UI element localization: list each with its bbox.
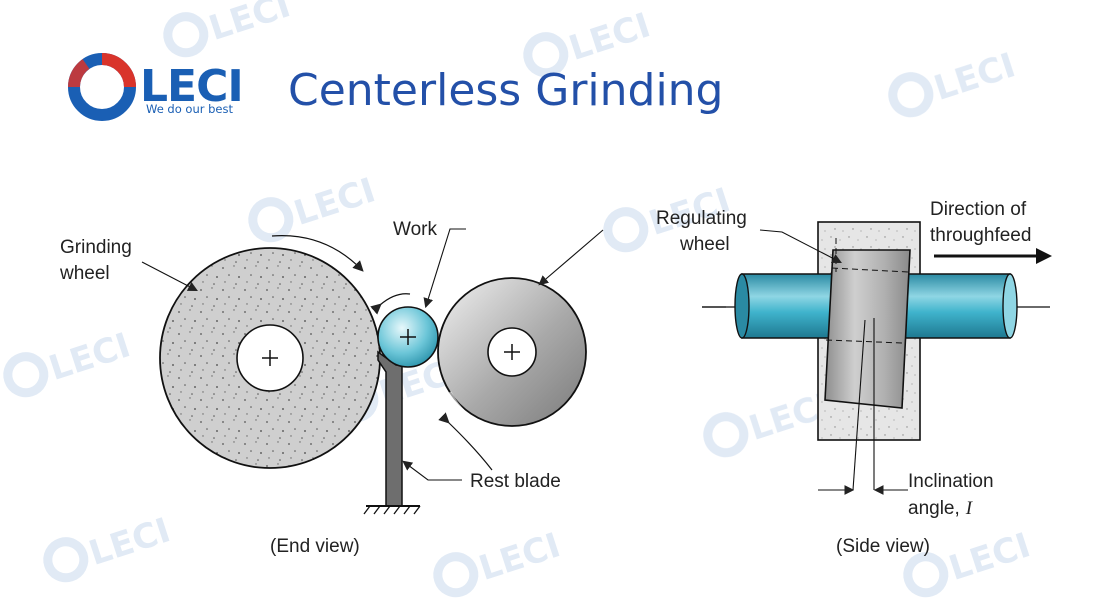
watermark-text: LECI	[474, 525, 565, 589]
logo-tagline: We do our best	[146, 102, 233, 116]
watermark-logo: LECI	[163, 0, 295, 58]
leader-regulating-wheel-side	[759, 229, 842, 264]
leci-logo: LECI We do our best	[67, 53, 244, 121]
logo-ring-accent	[101, 53, 136, 88]
label-grinding-wheel-2: wheel	[59, 263, 110, 284]
center-mark	[262, 350, 278, 366]
watermark-text: LECI	[289, 170, 380, 234]
logo-text: LECI	[140, 61, 243, 112]
label-work: Work	[393, 219, 437, 240]
label-inclination-1: Inclination	[908, 471, 994, 492]
caption-end-view: (End view)	[270, 536, 360, 557]
rotation-arrow-grinding	[271, 235, 364, 272]
label-regulating-wheel-1: Regulating	[656, 208, 747, 229]
bar-end-left	[734, 273, 750, 339]
center-mark	[504, 344, 520, 360]
rotation-arrow-regulating	[438, 412, 493, 471]
label-direction-1: Direction of	[930, 199, 1027, 220]
watermark-logo: LECI	[3, 325, 135, 398]
leader-grinding-wheel	[141, 261, 198, 292]
watermark-text: LECI	[204, 0, 295, 49]
watermark-text: LECI	[929, 45, 1020, 109]
label-inclination-symbol: I	[965, 498, 974, 519]
center-mark	[400, 329, 416, 345]
label-direction-2: throughfeed	[930, 225, 1031, 246]
watermark-text: LECI	[564, 5, 655, 69]
watermark-logo: LECI	[43, 510, 175, 583]
label-rest-blade: Rest blade	[470, 471, 561, 492]
ground-hatch	[363, 505, 421, 515]
caption-side-view: (Side view)	[836, 536, 930, 557]
leader-work	[423, 228, 466, 309]
label-inclination-2: angle,I	[908, 498, 974, 519]
watermark-logo: LECI	[888, 45, 1020, 118]
inclined-reference-line	[852, 319, 866, 491]
label-regulating-wheel-2: wheel	[679, 234, 730, 255]
leader-rest-blade	[402, 460, 462, 481]
watermark-text: LECI	[44, 325, 135, 389]
leader-regulating-wheel	[538, 229, 604, 286]
watermark-logo: LECI	[433, 525, 565, 598]
watermark-logo: LECI	[703, 385, 835, 458]
watermark-text: LECI	[84, 510, 175, 574]
label-grinding-wheel-1: Grinding	[60, 237, 132, 258]
page-title: Centerless Grinding	[288, 65, 724, 116]
bar-end-right	[1002, 273, 1018, 339]
watermark-logo: LECI	[248, 170, 380, 243]
regulating-wheel-side	[824, 249, 911, 409]
throughfeed-arrow-head	[1036, 248, 1052, 264]
label-inclination-word: angle,	[908, 498, 960, 519]
watermark-text: LECI	[944, 525, 1035, 589]
rotation-arrow-work	[370, 293, 411, 315]
end-view-diagram: Grinding wheel Work Rest blade (End view…	[59, 219, 604, 557]
side-view-diagram: Regulating wheel Direction of throughfee…	[656, 199, 1052, 557]
